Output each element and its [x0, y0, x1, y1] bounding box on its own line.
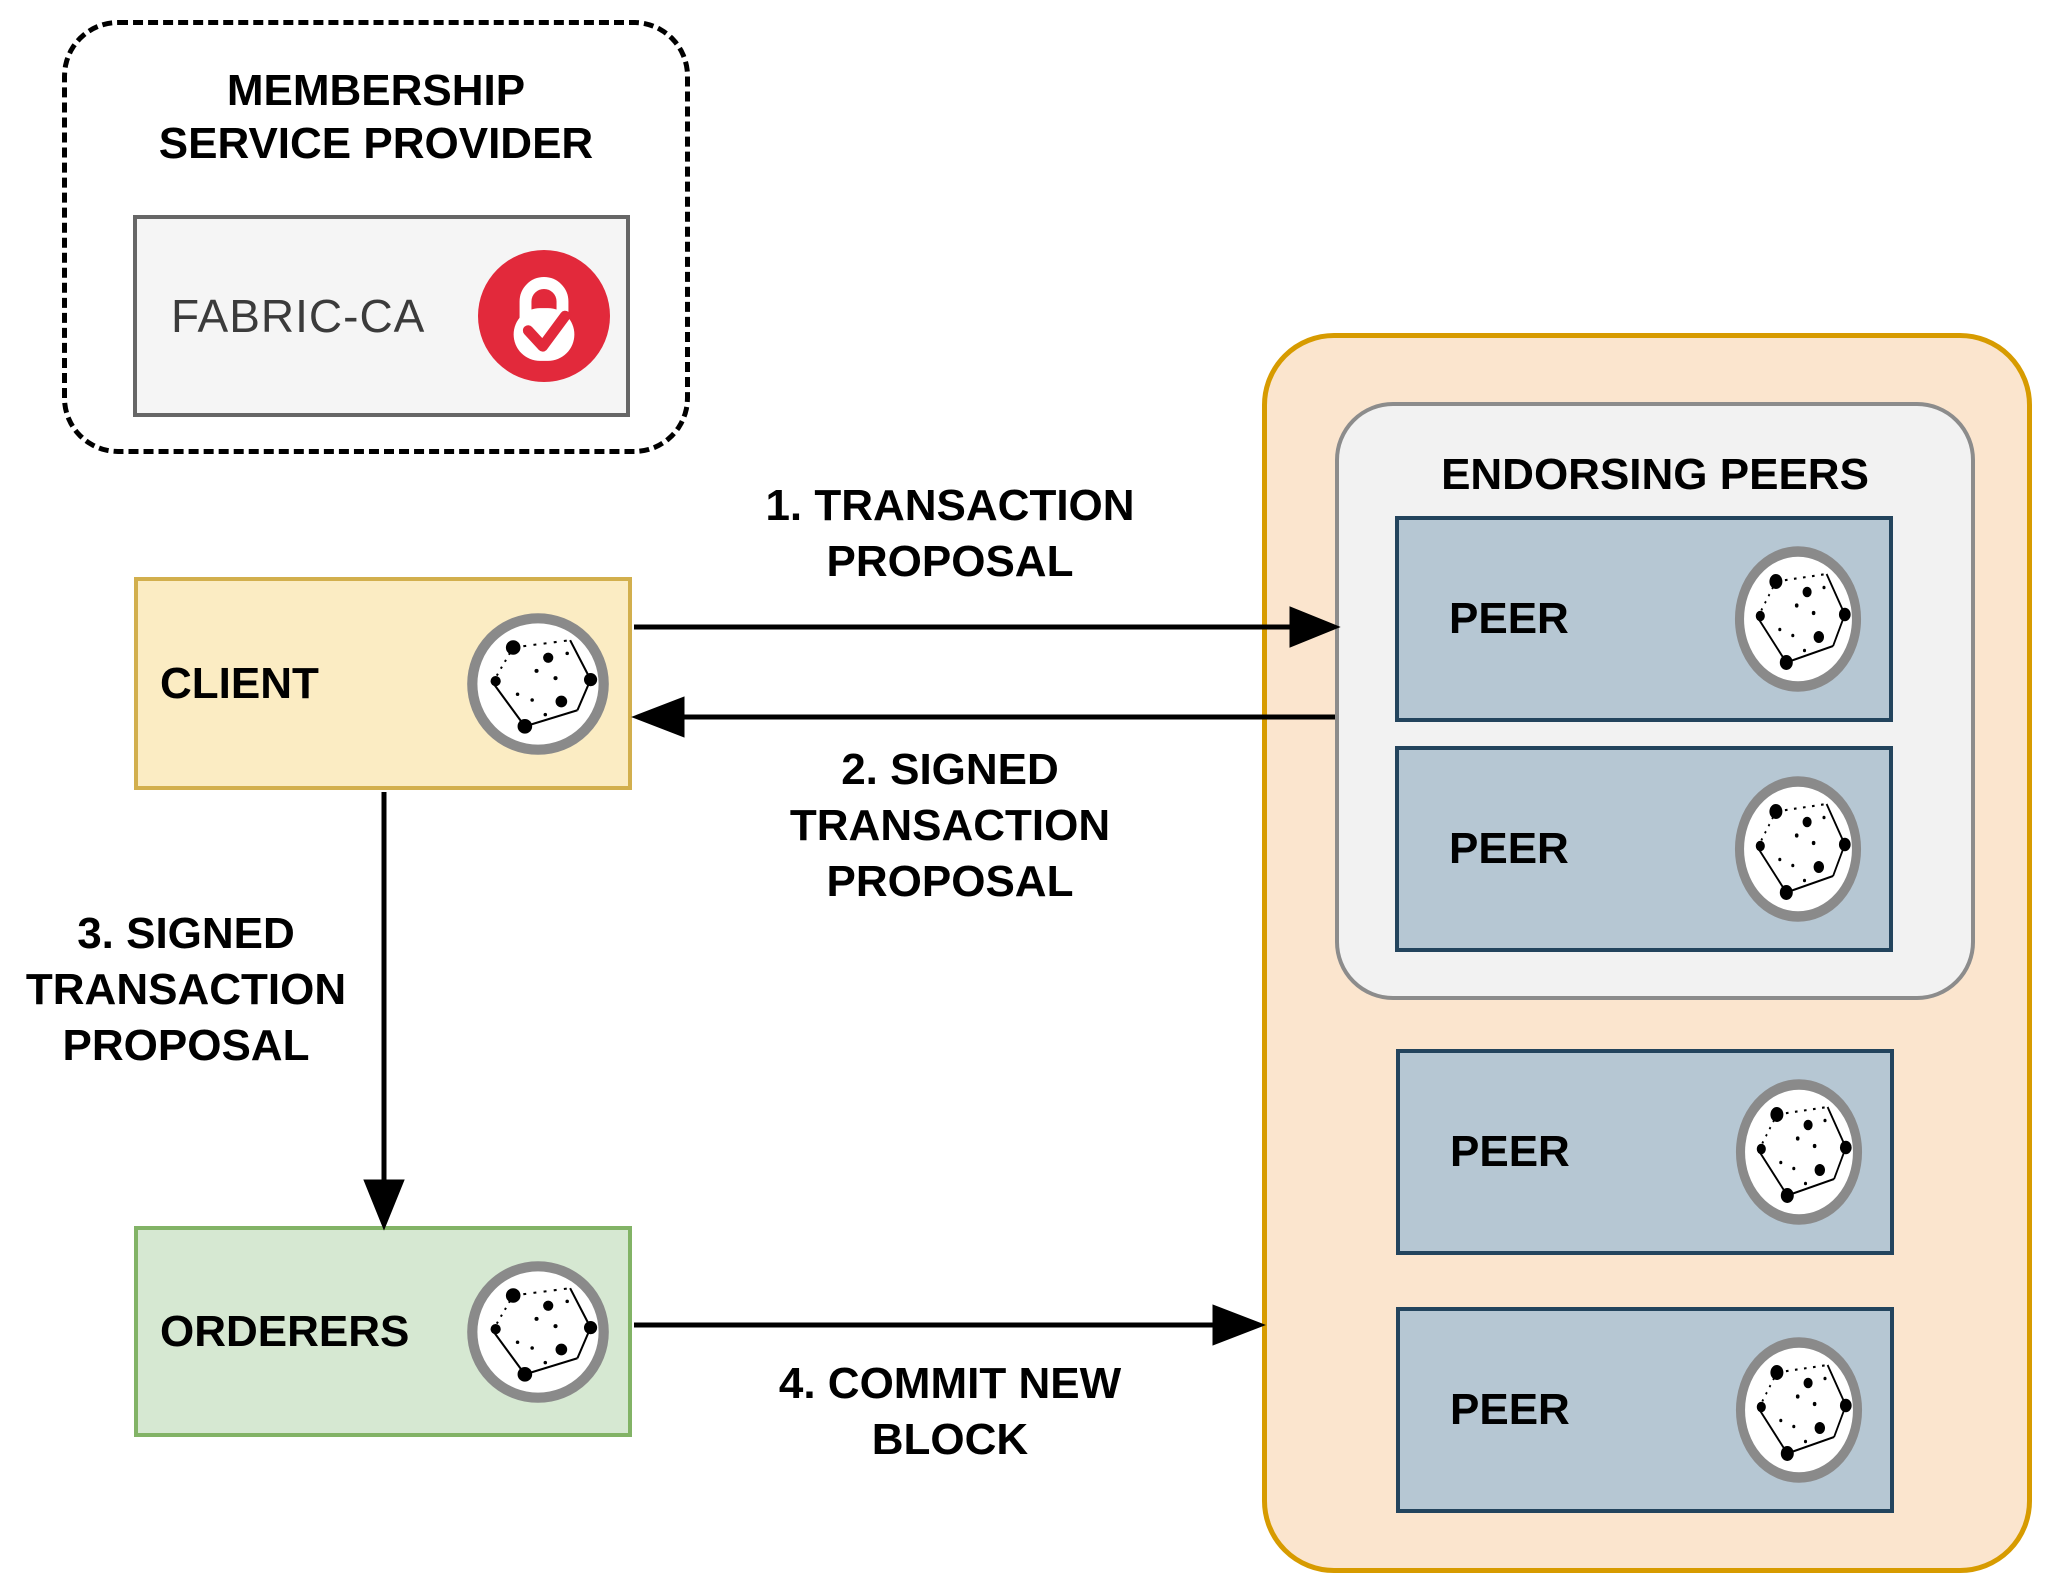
- network-nodes-icon: [1734, 1335, 1864, 1485]
- endorsing-peer-node: PEER: [1395, 516, 1893, 722]
- network-nodes-icon: [1733, 544, 1863, 694]
- peer-label: PEER: [1449, 594, 1569, 643]
- peer-node: PEER: [1396, 1307, 1894, 1513]
- flow-label-signed-transaction-proposal-orderers: 3. SIGNED TRANSACTION PROPOSAL: [25, 909, 347, 1070]
- flow-label-transaction-proposal: 1. TRANSACTION PROPOSAL: [765, 481, 1135, 586]
- peer-label: PEER: [1450, 1127, 1570, 1176]
- network-nodes-icon: [465, 611, 611, 757]
- endorsing-peers-title: ENDORSING PEERS: [1441, 450, 1869, 499]
- network-nodes-icon: [1733, 774, 1863, 924]
- arrowhead-down-icon: [363, 1179, 405, 1231]
- arrowhead-right-icon: [1212, 1304, 1266, 1346]
- flow-label-signed-transaction-proposal: 2. SIGNED TRANSACTION PROPOSAL: [789, 745, 1111, 906]
- fabric-ca-label: FABRIC-CA: [171, 290, 426, 342]
- client-node: CLIENT: [134, 577, 632, 790]
- network-nodes-icon: [1734, 1077, 1864, 1227]
- endorsing-peers-group: ENDORSING PEERS PEER PEER: [1335, 402, 1975, 1000]
- peer-label: PEER: [1449, 824, 1569, 873]
- flow-label-commit-new-block: 4. COMMIT NEW BLOCK: [778, 1359, 1122, 1464]
- fabric-ca-node: FABRIC-CA: [133, 215, 630, 417]
- msp-title: MEMBERSHIP SERVICE PROVIDER: [158, 66, 594, 168]
- peer-node: PEER: [1396, 1049, 1894, 1255]
- lock-check-icon: [478, 250, 610, 382]
- arrowhead-left-icon: [631, 696, 685, 738]
- orderers-label: ORDERERS: [160, 1306, 410, 1356]
- peer-label: PEER: [1450, 1385, 1570, 1434]
- endorsing-peer-node: PEER: [1395, 746, 1893, 952]
- network-nodes-icon: [465, 1259, 611, 1405]
- peers-channel-group: ENDORSING PEERS PEER PEER PEER PEER: [1262, 333, 2032, 1573]
- membership-service-provider-group: MEMBERSHIP SERVICE PROVIDER FABRIC-CA: [62, 20, 690, 454]
- client-label: CLIENT: [160, 658, 319, 708]
- orderers-node: ORDERERS: [134, 1226, 632, 1437]
